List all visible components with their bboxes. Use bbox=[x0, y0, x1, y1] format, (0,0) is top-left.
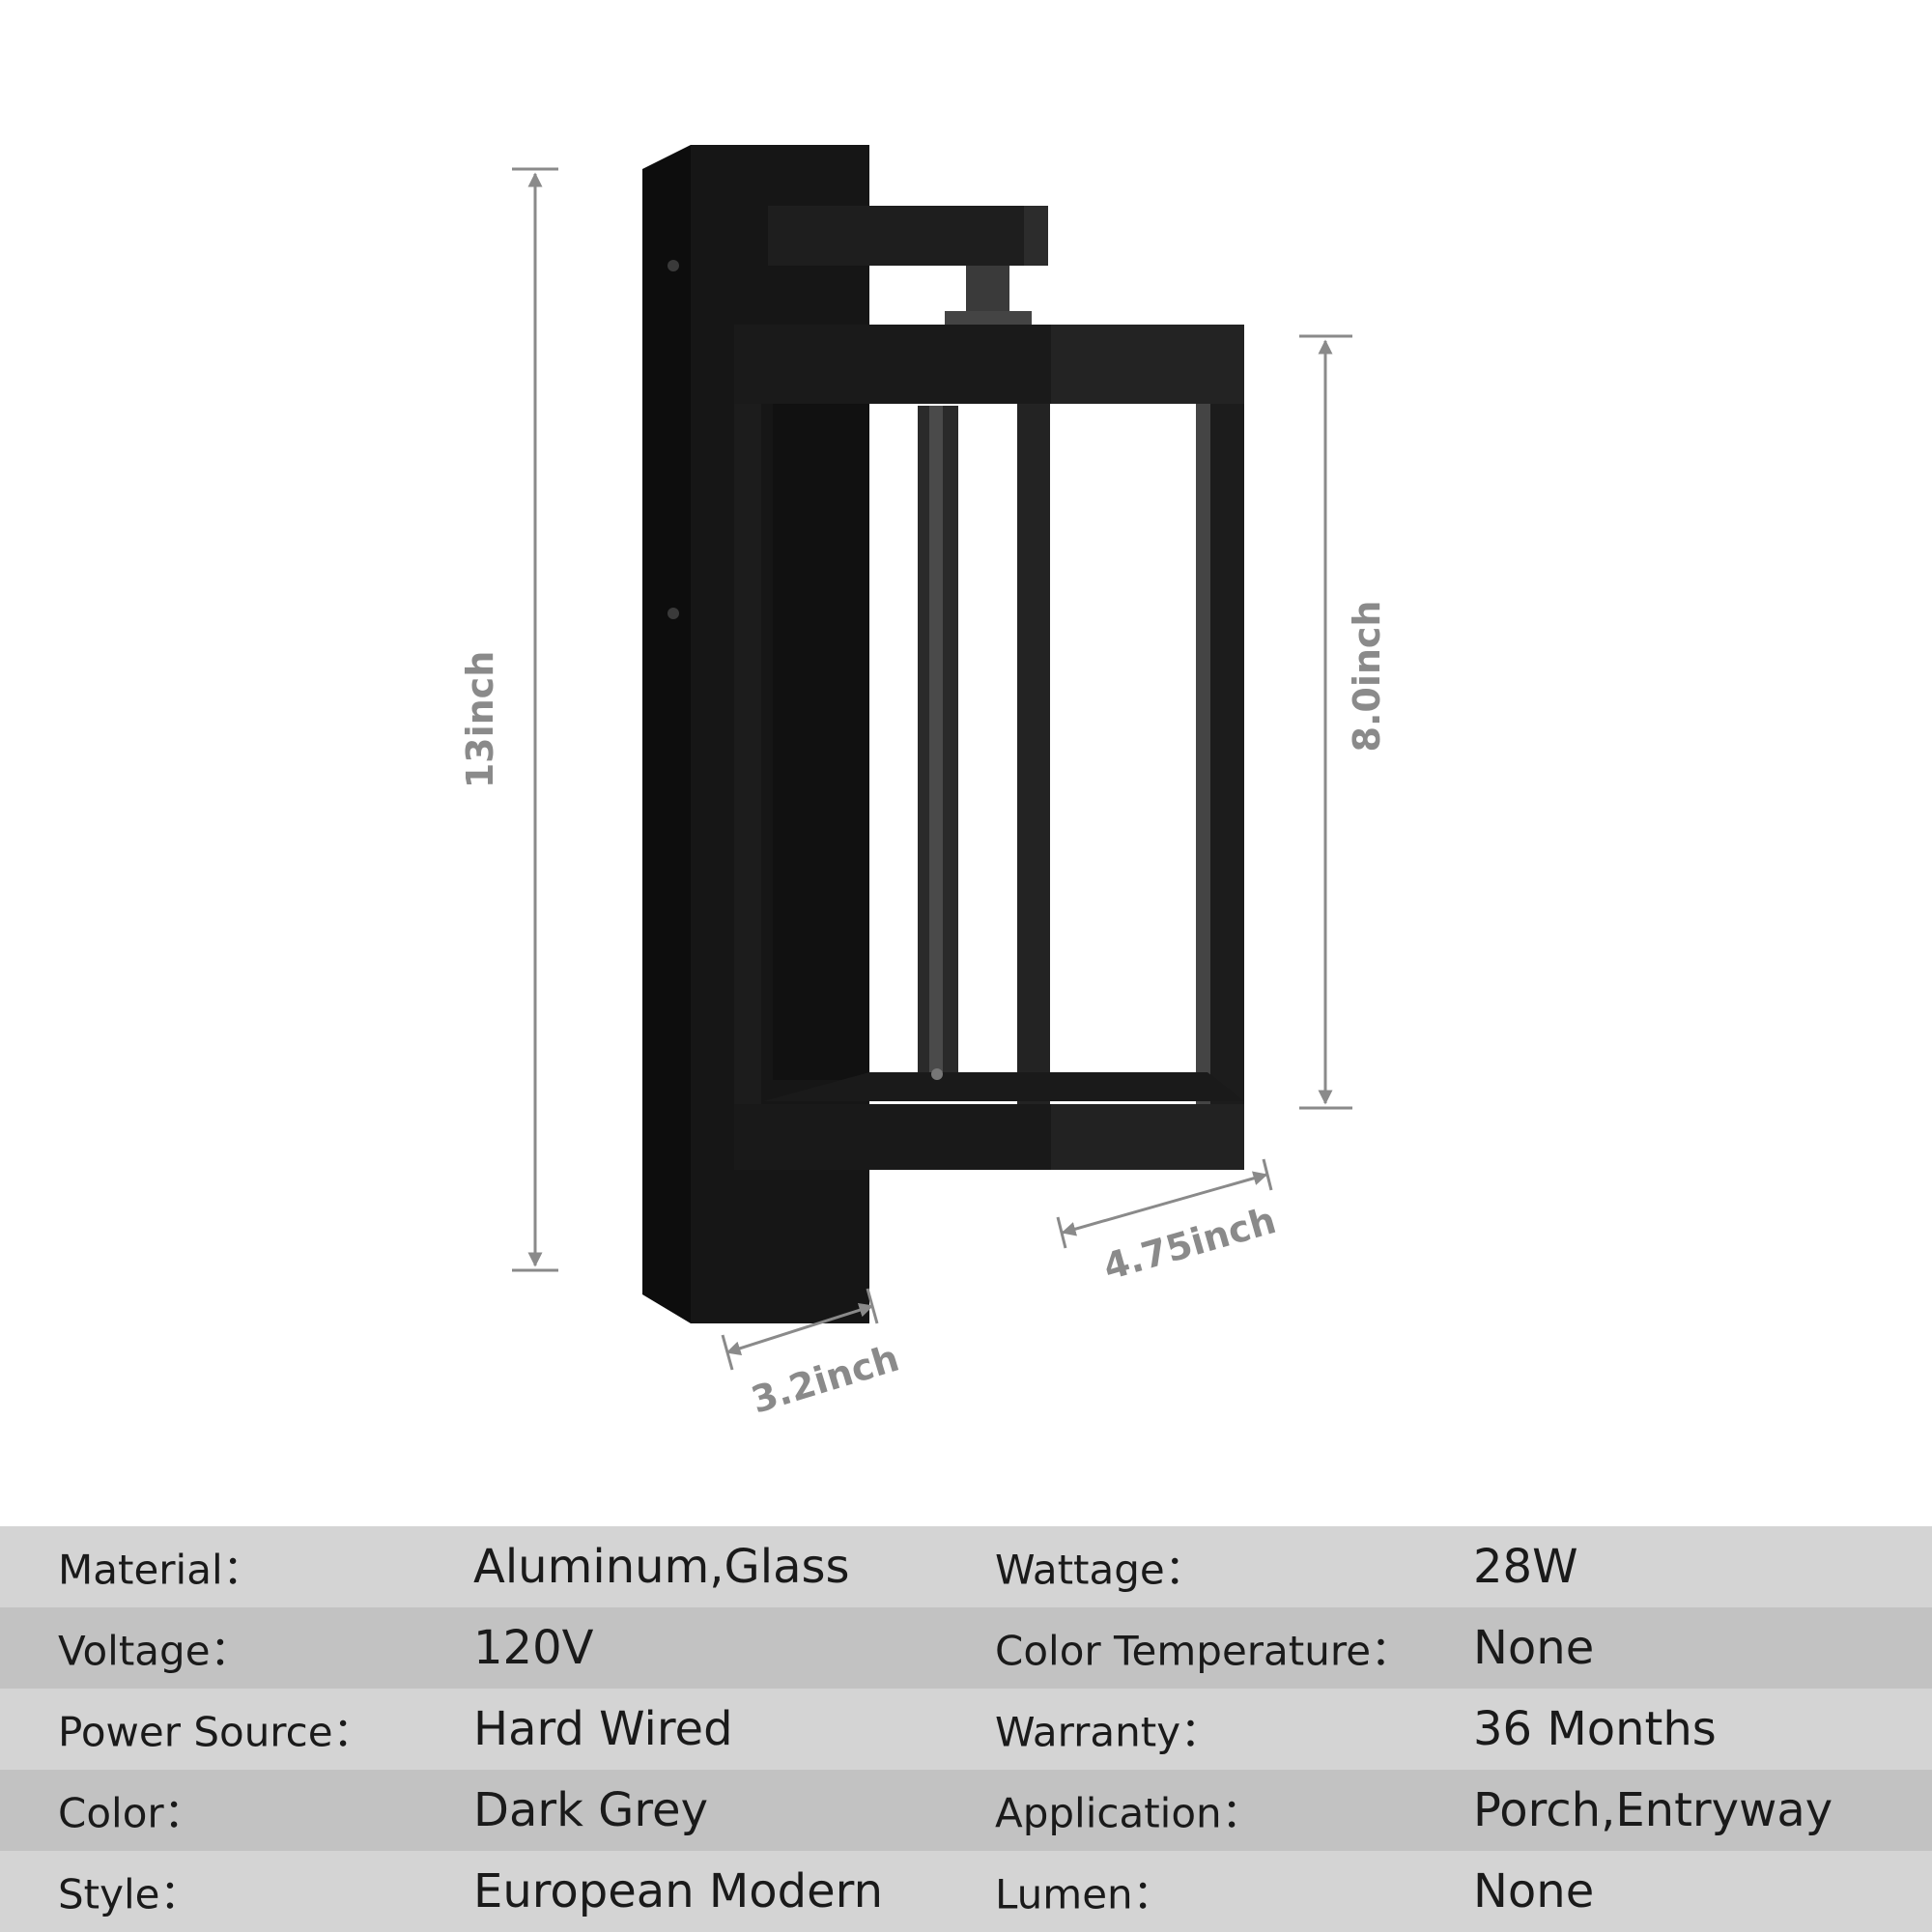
dimension-label-shade-height: 8.0inch bbox=[1346, 601, 1388, 753]
mounting-screw-top bbox=[668, 260, 679, 271]
dimension-label-height-total: 13inch bbox=[459, 651, 501, 789]
spec-label: Color Temperature： bbox=[995, 1627, 1412, 1675]
spec-label: Material： bbox=[58, 1546, 264, 1594]
dimension-shade-height: 8.0inch bbox=[1299, 334, 1388, 1110]
frame-post-center bbox=[1017, 404, 1050, 1104]
spec-row-power-source: Power Source： Hard Wired Warranty： 36 Mo… bbox=[0, 1689, 1932, 1770]
dimension-label-shade-width: 4.75inch bbox=[1098, 1199, 1280, 1289]
product-dimension-figure: 13inch 8.0inch 4.75inch 3.2inch bbox=[459, 145, 1388, 1422]
spec-value: Porch,Entryway bbox=[1473, 1783, 1833, 1837]
spec-value: European Modern bbox=[473, 1864, 883, 1918]
spec-label: Style： bbox=[58, 1870, 201, 1918]
spec-value: Aluminum,Glass bbox=[473, 1540, 850, 1594]
shade-bottom-tray bbox=[763, 1072, 1244, 1101]
spec-label: Voltage： bbox=[58, 1627, 251, 1675]
specifications-table: Material： Aluminum,Glass Wattage： 28W Vo… bbox=[0, 1526, 1932, 1932]
dimension-height-total: 13inch bbox=[459, 167, 558, 1272]
spec-value: 28W bbox=[1473, 1540, 1578, 1594]
frame-post-right bbox=[1210, 404, 1244, 1104]
spec-label: Lumen： bbox=[995, 1870, 1174, 1918]
spec-label: Application： bbox=[995, 1789, 1263, 1837]
spec-value: Dark Grey bbox=[473, 1783, 708, 1837]
arm-stem bbox=[966, 266, 1009, 314]
spec-value: None bbox=[1473, 1864, 1595, 1918]
spec-label: Warranty： bbox=[995, 1708, 1222, 1756]
dimension-shade-width: 4.75inch bbox=[1056, 1158, 1281, 1289]
frame-post-left bbox=[734, 404, 761, 1104]
spec-value: 36 Months bbox=[1473, 1702, 1717, 1756]
spec-value: 120V bbox=[473, 1621, 594, 1675]
spec-value: Hard Wired bbox=[473, 1702, 733, 1756]
wall-sconce-lamp bbox=[642, 145, 1244, 1323]
wall-plate-side bbox=[642, 145, 691, 1323]
dimension-label-backplate-depth: 3.2inch bbox=[747, 1337, 904, 1422]
spec-row-material: Material： Aluminum,Glass Wattage： 28W bbox=[0, 1526, 1932, 1607]
spec-label: Color： bbox=[58, 1789, 205, 1837]
spec-row-voltage: Voltage： 120V Color Temperature： None bbox=[0, 1607, 1932, 1689]
spec-value: None bbox=[1473, 1621, 1595, 1675]
support-arm bbox=[768, 206, 1048, 266]
mounting-screw-bottom bbox=[668, 608, 679, 619]
spec-row-style: Style： European Modern Lumen： None bbox=[0, 1851, 1932, 1932]
spec-row-color: Color： Dark Grey Application： Porch,Entr… bbox=[0, 1770, 1932, 1851]
spec-label: Power Source： bbox=[58, 1708, 374, 1756]
spec-label: Wattage： bbox=[995, 1546, 1206, 1594]
